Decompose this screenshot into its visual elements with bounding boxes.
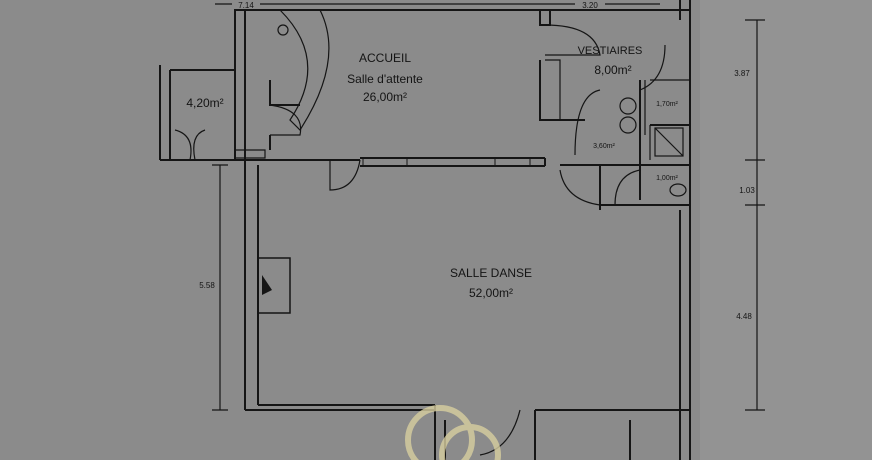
watermark-logo <box>405 405 501 460</box>
sanitary-area: 3,60m² <box>593 143 615 150</box>
fireplace <box>257 257 291 314</box>
salle-danse-name: SALLE DANSE <box>450 266 532 280</box>
paper-edge <box>700 0 872 460</box>
dim-top-right: 3.20 <box>582 1 598 10</box>
accueil-subtitle: Salle d'attente <box>347 72 423 86</box>
sink <box>619 116 637 134</box>
dim-right-upper: 3.87 <box>734 69 750 78</box>
window-hatch <box>362 157 408 167</box>
vestiaires-area: 8,00m² <box>594 63 631 77</box>
dim-left: 5.58 <box>199 281 215 290</box>
accueil-name: ACCUEIL <box>359 51 411 65</box>
wc-area: 1,00m² <box>656 175 678 182</box>
window-hatch <box>494 157 531 167</box>
sink <box>619 97 637 115</box>
doors <box>174 9 666 456</box>
toilet <box>669 183 687 197</box>
walls <box>159 0 691 460</box>
dim-right-lower: 4.48 <box>736 312 752 321</box>
vestiaires-name: VESTIAIRES <box>578 45 643 57</box>
dimension-lines <box>212 3 765 411</box>
entry-area: 4,20m² <box>186 96 223 110</box>
dim-right-middle: 1.03 <box>739 186 755 195</box>
dim-top-left: 7.14 <box>238 1 254 10</box>
salle-danse-area: 52,00m² <box>469 286 513 300</box>
wc-small-area: 1,70m² <box>656 101 678 108</box>
accueil-area: 26,00m² <box>363 90 407 104</box>
shower <box>654 127 684 157</box>
